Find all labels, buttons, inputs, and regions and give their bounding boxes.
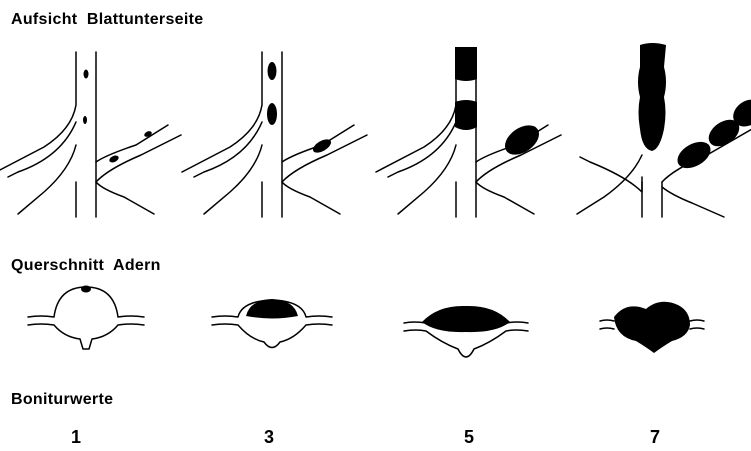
top-view-rating-5	[376, 47, 561, 217]
lesion-area	[422, 306, 510, 332]
lesion-spot	[108, 154, 120, 164]
lesion-spot	[267, 103, 277, 125]
lesion-area	[638, 43, 666, 151]
top-view-rating-3	[182, 52, 367, 217]
lesion-area	[455, 100, 477, 130]
lesion-area	[455, 47, 477, 81]
cross-section-rating-7	[600, 302, 704, 353]
lesion-area	[614, 302, 690, 353]
lesion-spot	[83, 116, 87, 124]
cross-section-rating-1	[28, 286, 144, 350]
lesion-spot	[268, 62, 277, 80]
lesion-spot	[81, 286, 91, 293]
top-view-rating-7	[577, 43, 751, 217]
cross-section-rating-5	[404, 306, 528, 357]
cross-section-rating-3	[212, 299, 332, 348]
lesion-spot	[84, 70, 89, 79]
top-view-rating-1	[0, 52, 181, 217]
